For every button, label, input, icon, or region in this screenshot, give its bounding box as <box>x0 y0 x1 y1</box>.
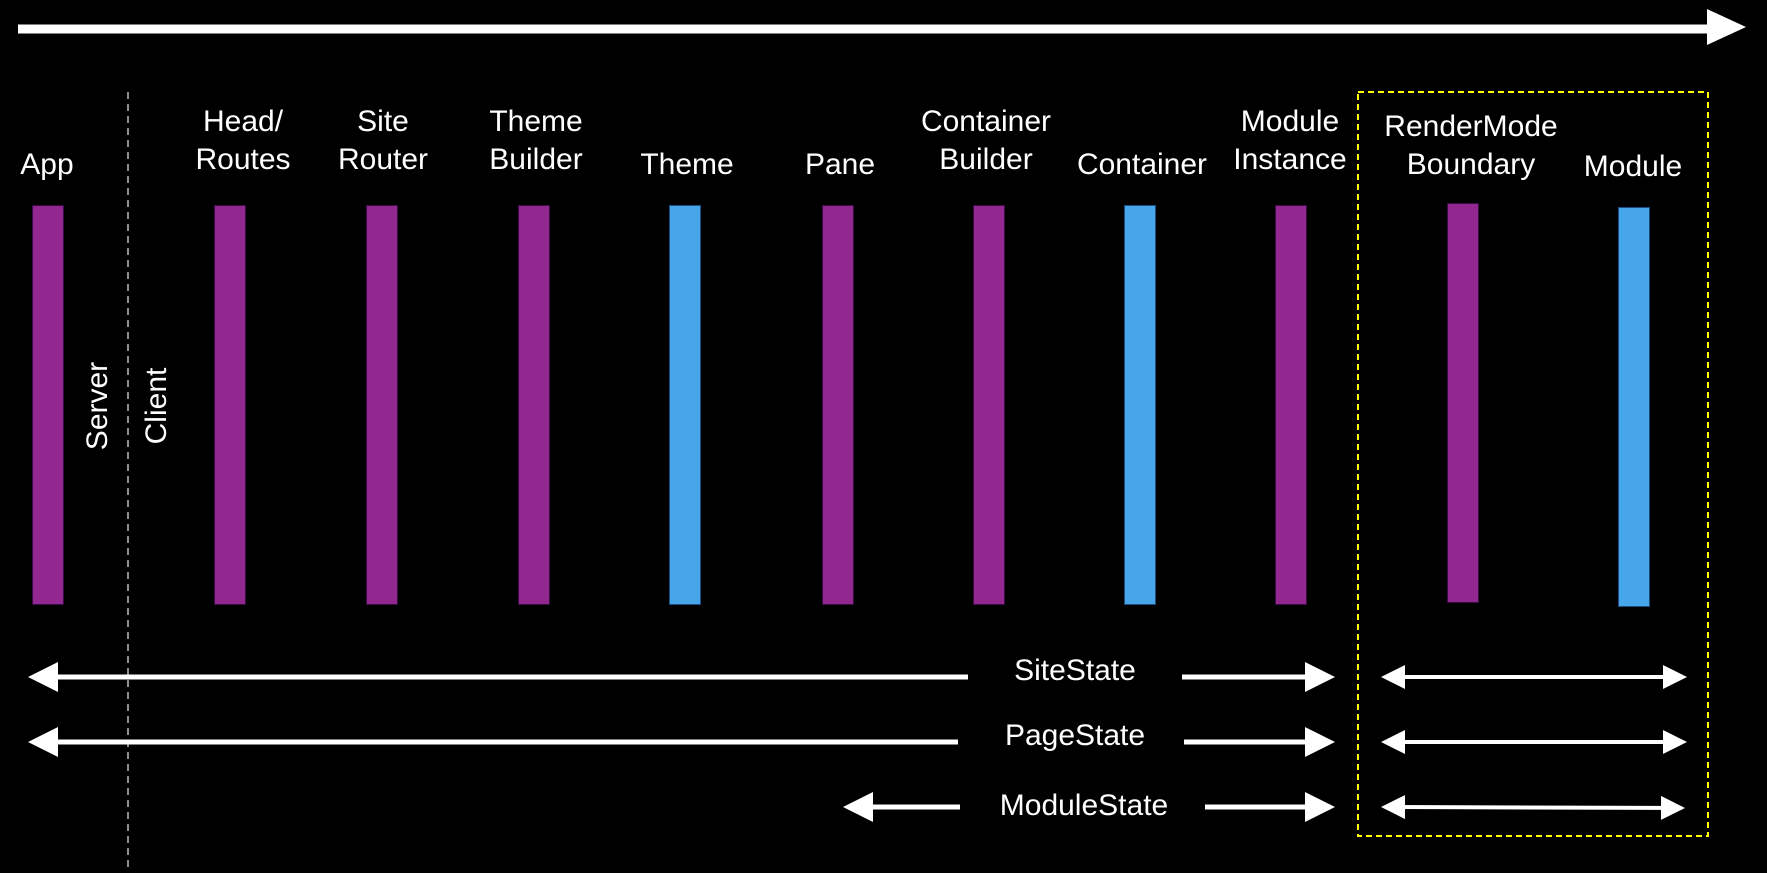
label-module-instance: Module Instance <box>1233 105 1347 177</box>
label-head-routes: Head/ Routes <box>195 105 291 177</box>
label-site-router: Site Router <box>337 105 429 177</box>
bar-module <box>1618 207 1650 607</box>
page-state-label: PageState <box>1004 719 1146 752</box>
client-label: Client <box>140 367 173 445</box>
module-state-label: ModuleState <box>999 789 1169 822</box>
rendermode-boundary-box <box>1357 91 1709 837</box>
bar-pane <box>822 205 854 605</box>
label-container-builder: Container Builder <box>920 105 1052 177</box>
bar-app <box>32 205 64 605</box>
label-app: App <box>20 148 74 181</box>
label-theme: Theme <box>640 148 734 181</box>
label-module: Module <box>1583 150 1683 183</box>
timeline-arrow-head <box>1707 9 1746 45</box>
server-label: Server <box>81 361 114 451</box>
label-container: Container <box>1076 148 1208 181</box>
bar-container-builder <box>973 205 1005 605</box>
timeline-arrow <box>18 9 1746 45</box>
label-pane: Pane <box>804 148 876 181</box>
module-state-arrow-module <box>1381 795 1685 820</box>
bar-site-router <box>366 205 398 605</box>
bar-theme <box>669 205 701 605</box>
site-state-label: SiteState <box>1014 654 1136 687</box>
label-theme-builder: Theme Builder <box>489 105 583 177</box>
bar-head-routes <box>214 205 246 605</box>
module-state-arrows <box>843 792 1685 822</box>
bar-theme-builder <box>518 205 550 605</box>
bar-module-instance <box>1275 205 1307 605</box>
bar-container <box>1124 205 1156 605</box>
label-rendermode-boundary: RenderMode Boundary <box>1384 110 1558 182</box>
bar-rendermode-boundary <box>1447 203 1479 603</box>
